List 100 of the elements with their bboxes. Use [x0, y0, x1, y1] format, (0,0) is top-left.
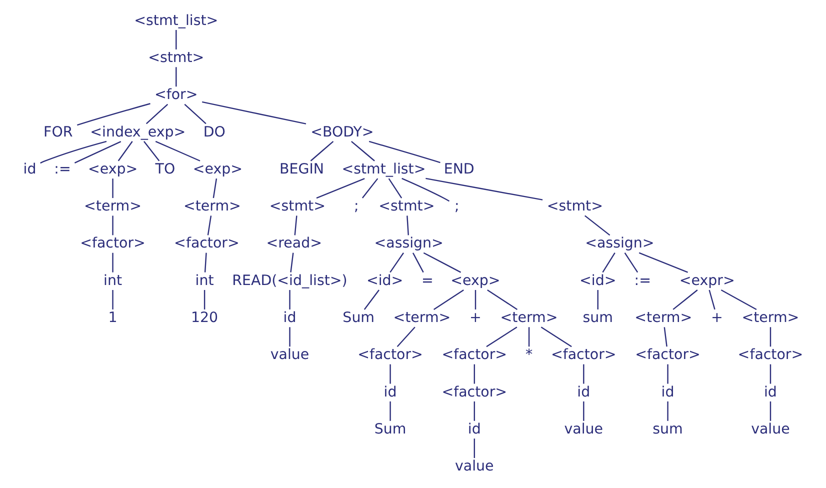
node-text: <stmt>: [378, 198, 434, 215]
connector: [112, 252, 113, 272]
connector: [666, 364, 668, 384]
node-text: <term>: [84, 198, 142, 215]
node-text: <index_exp>: [90, 124, 186, 140]
connector: [708, 290, 715, 310]
node-text: <exp>: [450, 272, 500, 289]
node-text: 1: [108, 310, 117, 326]
node-text: <stmt>: [546, 198, 602, 215]
node-text: <BODY>: [310, 124, 374, 140]
node-text: <stmt_list>: [341, 161, 426, 178]
connector: [432, 290, 464, 310]
node-text: int: [103, 272, 122, 289]
connector: [389, 401, 390, 421]
connector: [290, 252, 294, 272]
connector: [582, 401, 584, 421]
connector: [389, 252, 404, 273]
connector: [672, 290, 698, 310]
node-text: <factor>: [634, 347, 700, 364]
connector: [540, 326, 572, 348]
connector: [175, 67, 176, 87]
node-text: <stmt>: [268, 198, 325, 215]
connector: [486, 326, 517, 348]
connector: [720, 289, 756, 310]
node-text: <term>: [634, 310, 692, 326]
node-text: <id>: [366, 272, 403, 289]
connector: [584, 215, 610, 236]
connector: [203, 290, 205, 310]
connector: [154, 140, 200, 162]
node-text: value: [270, 347, 309, 364]
node-text: DO: [202, 124, 225, 140]
connector: [602, 252, 615, 273]
node-text: +: [710, 310, 722, 326]
node-text: <term>: [741, 310, 799, 326]
node-text: id: [467, 421, 480, 438]
connector: [401, 178, 450, 202]
node-text: <factor>: [357, 347, 422, 364]
node-text: <assign>: [584, 236, 654, 252]
connector: [422, 252, 461, 273]
node-text: value: [564, 421, 603, 438]
node-text: id: [383, 384, 396, 400]
node-text: value: [454, 458, 494, 475]
connector: [396, 326, 415, 348]
node-text: ;: [454, 198, 459, 215]
node-text: <factor>: [737, 347, 803, 364]
node-text: <expr>: [678, 272, 734, 289]
node-text: END: [443, 161, 474, 178]
node-text: *: [524, 347, 532, 364]
node-text: :=: [634, 272, 650, 289]
connector: [112, 290, 113, 310]
connector: [624, 252, 638, 273]
node-text: =: [420, 272, 433, 289]
node-text: id: [576, 384, 590, 400]
node-text: <exp>: [87, 161, 138, 178]
connector: [769, 327, 771, 347]
connector: [582, 364, 584, 384]
connector: [288, 327, 290, 347]
node-text: <factor>: [441, 347, 507, 364]
node-text: <term>: [182, 198, 240, 215]
node-text: sum: [582, 310, 612, 326]
connector: [474, 290, 476, 310]
connector: [294, 216, 297, 236]
connector: [666, 401, 668, 421]
connector: [175, 30, 176, 50]
node-text: READ(<id_list>): [232, 272, 347, 289]
connector: [76, 103, 150, 126]
node-text: id: [660, 384, 674, 400]
connector: [316, 178, 364, 199]
node-text: ;: [354, 198, 358, 215]
node-text: int: [194, 272, 214, 289]
connector: [473, 438, 475, 458]
connector: [473, 364, 475, 384]
connector: [363, 290, 379, 310]
node-text: Sum: [374, 421, 406, 438]
node-text: <stmt_list>: [134, 12, 218, 29]
connector: [212, 178, 217, 198]
connector: [74, 140, 121, 164]
node-text: Sum: [342, 310, 374, 326]
node-text: <term>: [500, 310, 558, 326]
connector: [769, 364, 771, 384]
connector: [361, 178, 378, 198]
connector: [389, 364, 390, 384]
connector: [406, 216, 408, 236]
connector: [112, 178, 113, 198]
connector: [486, 290, 518, 310]
node-text: <assign>: [374, 236, 443, 252]
connector: [638, 252, 688, 273]
connector: [596, 290, 598, 310]
connector: [143, 141, 160, 162]
connector: [473, 401, 475, 421]
node-text: <term>: [392, 310, 450, 326]
node-text: <id>: [578, 272, 616, 289]
node-text: FOR: [43, 124, 72, 140]
node-text: <factor>: [550, 347, 616, 364]
connector: [145, 104, 168, 124]
node-text: <for>: [154, 87, 198, 104]
connector: [769, 401, 771, 421]
node-text: 120: [190, 310, 218, 326]
connector: [528, 327, 530, 347]
connector: [204, 252, 206, 272]
